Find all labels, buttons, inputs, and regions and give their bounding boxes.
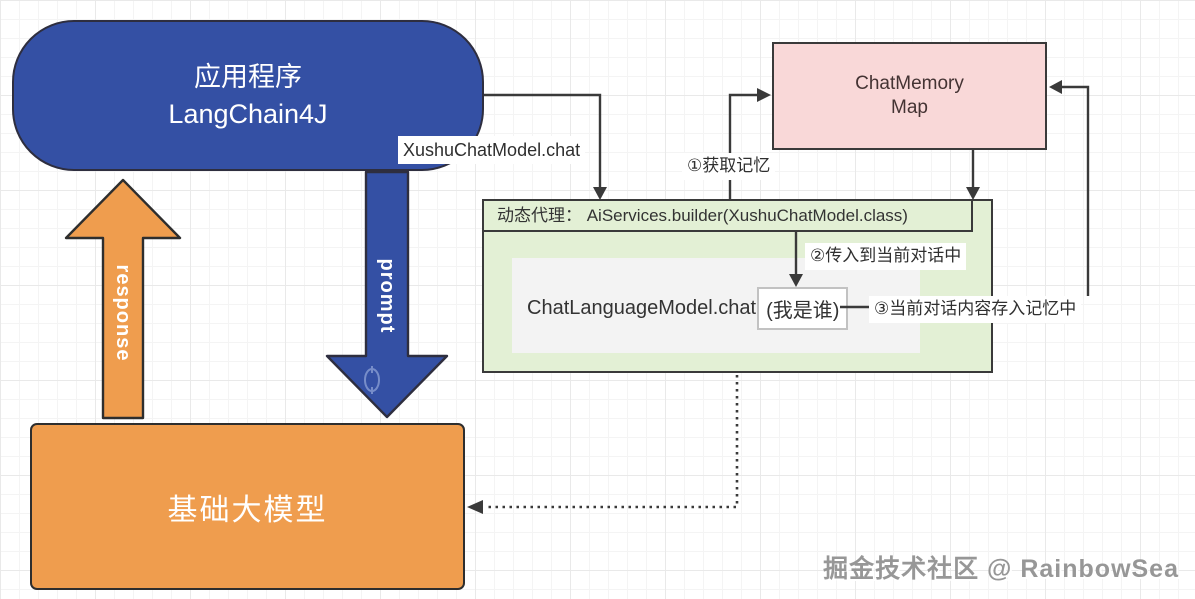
connector-step3-return <box>1052 85 1090 296</box>
chat-memory-node: ChatMemory Map <box>772 42 1047 150</box>
chat-call-line: ChatLanguageModel.chat(我是谁) <box>527 286 849 330</box>
arrowhead-proxy-to-memory <box>757 88 771 102</box>
user-message-box: (我是谁) <box>757 286 849 330</box>
invoke-label: XushuChatModel.chat <box>398 136 586 165</box>
base-model-node: 基础大模型 <box>30 423 465 590</box>
watermark: 掘金技术社区 @ RainbowSea <box>823 555 1179 583</box>
step2-label: ②传入到当前对话中 <box>805 243 967 270</box>
chat-call-text: ChatLanguageModel.chat <box>527 296 757 319</box>
arrowhead-step3-return <box>1049 80 1062 94</box>
app-node-line2: LangChain4J <box>168 98 328 129</box>
chat-memory-line1: ChatMemory <box>855 73 964 95</box>
step1-label: ①获取记忆 <box>682 153 776 180</box>
response-arrow-label: response <box>112 264 134 362</box>
connector-proxy-to-base-dotted <box>484 375 739 509</box>
connector-proxy-to-memory <box>728 93 758 199</box>
chat-memory-line2: Map <box>891 97 928 118</box>
app-node: 应用程序 LangChain4J <box>12 20 484 171</box>
proxy-title-bar: 动态代理： AiServices.builder(XushuChatModel.… <box>482 199 973 232</box>
arrowhead-proxy-to-base <box>467 500 483 514</box>
app-node-line1: 应用程序 <box>194 62 302 93</box>
base-model-label: 基础大模型 <box>167 493 328 527</box>
step3-label: ③当前对话内容存入记忆中 <box>869 296 1082 323</box>
proxy-inner-exec-box <box>512 258 920 353</box>
prompt-arrow-label: prompt <box>376 258 398 334</box>
